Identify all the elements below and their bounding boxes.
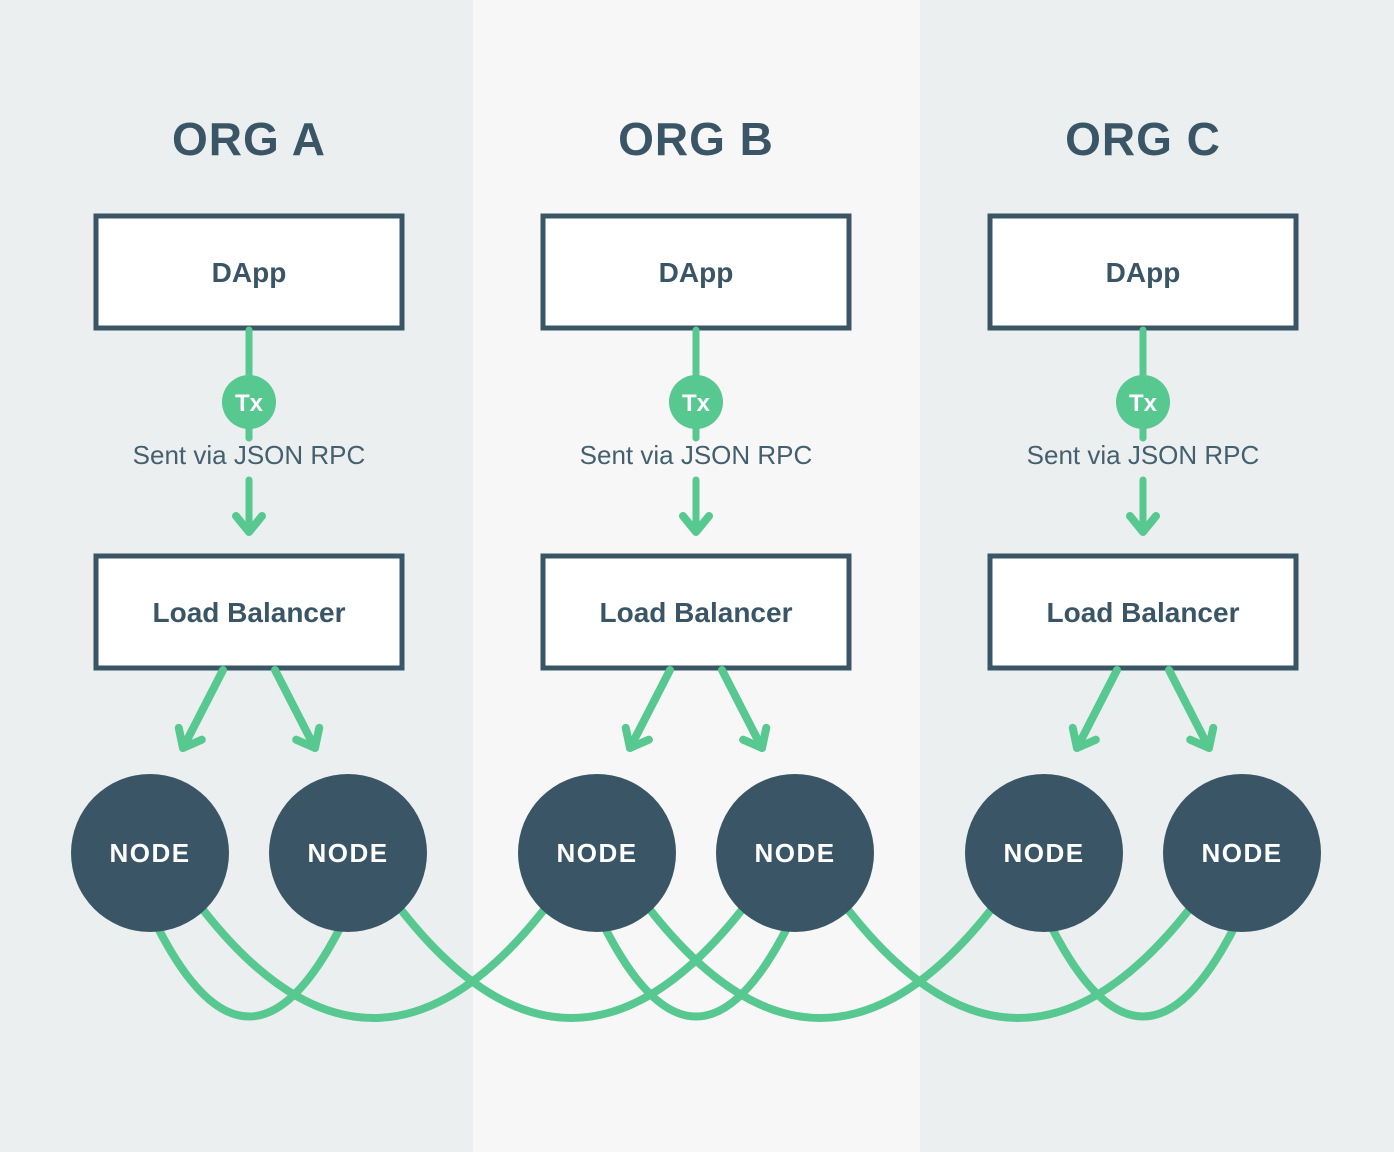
node-label-right: NODE bbox=[754, 838, 835, 868]
dapp-label: DApp bbox=[659, 257, 734, 288]
org-title: ORG B bbox=[618, 113, 774, 165]
lb-arrow-right bbox=[271, 666, 324, 752]
json-rpc-caption: Sent via JSON RPC bbox=[1027, 440, 1260, 470]
mesh-link-a1-b1 bbox=[200, 907, 547, 1022]
tx-badge-label: Tx bbox=[682, 390, 711, 417]
load-balancer-label: Load Balancer bbox=[600, 597, 793, 628]
node-label-right: NODE bbox=[307, 838, 388, 868]
lb-arrow-left bbox=[1068, 666, 1121, 752]
node-circle-right bbox=[716, 774, 874, 932]
node-label-left: NODE bbox=[1003, 838, 1084, 868]
dapp-label: DApp bbox=[1106, 257, 1181, 288]
json-rpc-caption: Sent via JSON RPC bbox=[133, 440, 366, 470]
load-balancer-label: Load Balancer bbox=[1047, 597, 1240, 628]
lb-arrow-right bbox=[718, 666, 771, 752]
node-circle-left bbox=[518, 774, 676, 932]
tx-badge bbox=[669, 375, 723, 429]
dapp-box bbox=[540, 213, 852, 331]
node-circle-right bbox=[1163, 774, 1321, 932]
tx-badge-label: Tx bbox=[235, 390, 264, 417]
mesh-link-c1-c2 bbox=[1048, 924, 1238, 1021]
node-circle-right bbox=[269, 774, 427, 932]
node-circle-left bbox=[71, 774, 229, 932]
load-balancer-label: Load Balancer bbox=[153, 597, 346, 628]
tx-badge bbox=[1116, 375, 1170, 429]
mesh-link-a1-a2 bbox=[154, 924, 344, 1021]
load-balancer-box bbox=[540, 553, 852, 671]
dapp-label: DApp bbox=[212, 257, 287, 288]
lb-arrow-left bbox=[621, 666, 674, 752]
mesh-link-b1-c1 bbox=[647, 907, 994, 1022]
org-title: ORG A bbox=[172, 113, 326, 165]
tx-badge bbox=[222, 375, 276, 429]
mesh-link-b1-b2 bbox=[601, 924, 791, 1021]
lb-arrow-right bbox=[1165, 666, 1218, 752]
column-org-a: ORG A DApp Tx Sent via JSON RPC Load Bal… bbox=[71, 113, 427, 932]
node-label-left: NODE bbox=[109, 838, 190, 868]
tx-badge-label: Tx bbox=[1129, 390, 1158, 417]
node-mesh bbox=[154, 907, 1238, 1022]
node-label-right: NODE bbox=[1201, 838, 1282, 868]
node-label-left: NODE bbox=[556, 838, 637, 868]
load-balancer-box bbox=[93, 553, 405, 671]
lb-arrow-left bbox=[174, 666, 227, 752]
node-circle-left bbox=[965, 774, 1123, 932]
org-title: ORG C bbox=[1065, 113, 1221, 165]
mesh-link-b2-c2 bbox=[845, 907, 1192, 1022]
column-org-b: ORG B DApp Tx Sent via JSON RPC Load Bal… bbox=[518, 113, 874, 932]
column-org-c: ORG C DApp Tx Sent via JSON RPC Load Bal… bbox=[965, 113, 1321, 932]
load-balancer-box bbox=[987, 553, 1299, 671]
json-rpc-caption: Sent via JSON RPC bbox=[580, 440, 813, 470]
